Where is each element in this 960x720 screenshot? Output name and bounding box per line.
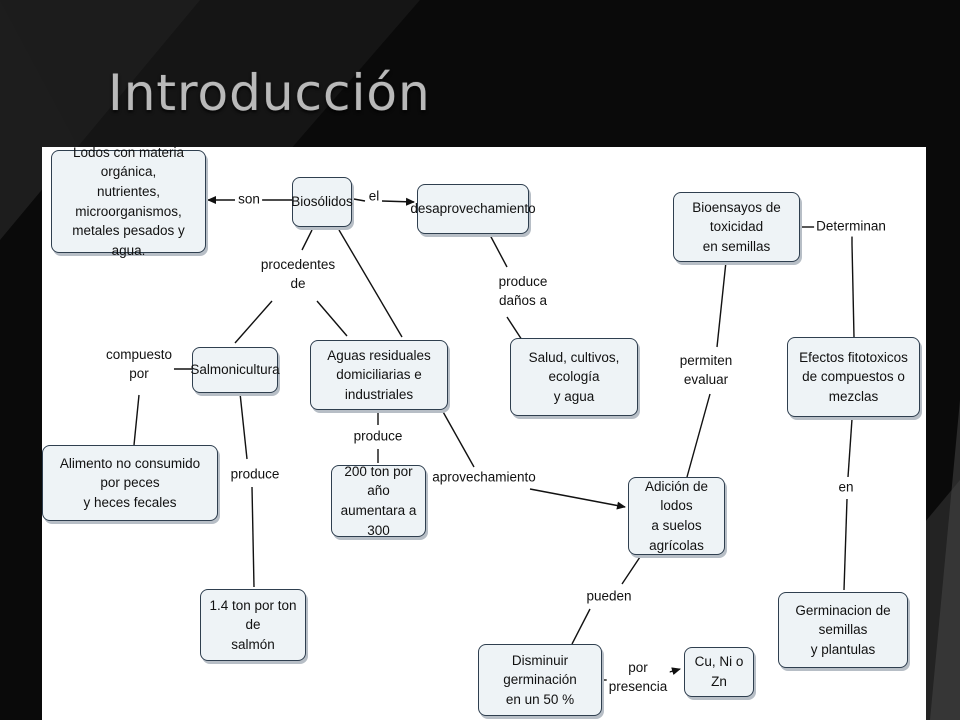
- node-bioensayos[interactable]: Bioensayos de toxicidad en semillas: [673, 192, 800, 262]
- connector-compuesto-alimento: [133, 394, 140, 446]
- connector-permiten-bioensayos: [716, 251, 728, 348]
- connector-el-desaprovechamiento: [381, 197, 415, 206]
- node-14-ton[interactable]: 1.4 ton por ton de salmón: [200, 589, 306, 661]
- connector-en-germinacion: [843, 498, 848, 591]
- link-label-compuesto-por: compuesto por: [103, 346, 175, 384]
- connector-aprovechamiento-adicion: [529, 488, 626, 510]
- node-lodos[interactable]: Lodos con materia orgánica, nutrientes, …: [51, 147, 206, 258]
- connector-procedentes-aguas: [316, 300, 348, 337]
- node-200-ton[interactable]: 200 ton por año aumentara a 300: [331, 464, 426, 538]
- link-label-procedentes-de: procedentes de: [258, 256, 338, 294]
- connector-efectos-en: [847, 418, 853, 478]
- connector-biosolidos-aguas: [338, 229, 403, 338]
- connector-procedentes-salmonicultura: [234, 300, 273, 344]
- node-disminuir[interactable]: Disminuir germinación en un 50 %: [478, 644, 602, 716]
- connector-adicion-permiten: [686, 393, 711, 478]
- connector-adicion-pueden: [621, 556, 641, 585]
- connector-lines: [133, 196, 855, 681]
- link-label-por-presencia: por presencia: [606, 659, 670, 697]
- concept-map: Lodos con materia orgánica, nutrientes, …: [42, 147, 926, 720]
- node-germinacion[interactable]: Germinacion de semillas y plantulas: [778, 592, 908, 668]
- connector-biosolidos-procedentes: [301, 229, 313, 251]
- link-label-determinan: Determinan: [814, 217, 888, 237]
- connector-efectos-determinan: [851, 243, 855, 338]
- link-label-produce-danos: produce daños a: [496, 273, 550, 311]
- link-label-en: en: [836, 478, 856, 498]
- link-label-produce-aguas: produce: [351, 427, 405, 447]
- link-label-aprovechamiento: aprovechamiento: [430, 468, 538, 488]
- node-salmonicultura[interactable]: Salmonicultura: [190, 347, 280, 393]
- connector-produce-14ton: [251, 486, 255, 588]
- node-adicion-lodos[interactable]: Adición de lodos a suelos agrícolas: [628, 477, 725, 555]
- node-biosolidos[interactable]: Biosólidos: [291, 177, 353, 227]
- link-label-pueden: pueden: [584, 587, 634, 607]
- link-label-son: son: [236, 190, 262, 210]
- node-efectos[interactable]: Efectos fitotoxicos de compuestos o mezc…: [787, 337, 920, 417]
- connector-produce-salud: [506, 316, 523, 341]
- link-label-el: el: [366, 187, 382, 207]
- slide-title: Introducción: [108, 64, 431, 122]
- connector-salmonicultura-produce: [239, 392, 248, 460]
- node-desaprovechamiento[interactable]: desaprovechamiento: [410, 184, 536, 234]
- link-label-produce-salmon: produce: [228, 465, 282, 485]
- link-label-permiten-evaluar: permiten evaluar: [677, 352, 735, 390]
- node-salud[interactable]: Salud, cultivos, ecología y agua: [510, 338, 638, 416]
- connector-pueden-disminuir: [571, 608, 591, 645]
- connector-desaprovechamiento-produce: [489, 234, 508, 268]
- node-alimento[interactable]: Alimento no consumido por peces y heces …: [42, 445, 218, 521]
- node-metales[interactable]: Cu, Ni o Zn: [684, 647, 754, 697]
- node-aguas-residuales[interactable]: Aguas residuales domiciliarias e industr…: [310, 340, 448, 410]
- connector-aguas-aprovechamiento: [441, 409, 475, 468]
